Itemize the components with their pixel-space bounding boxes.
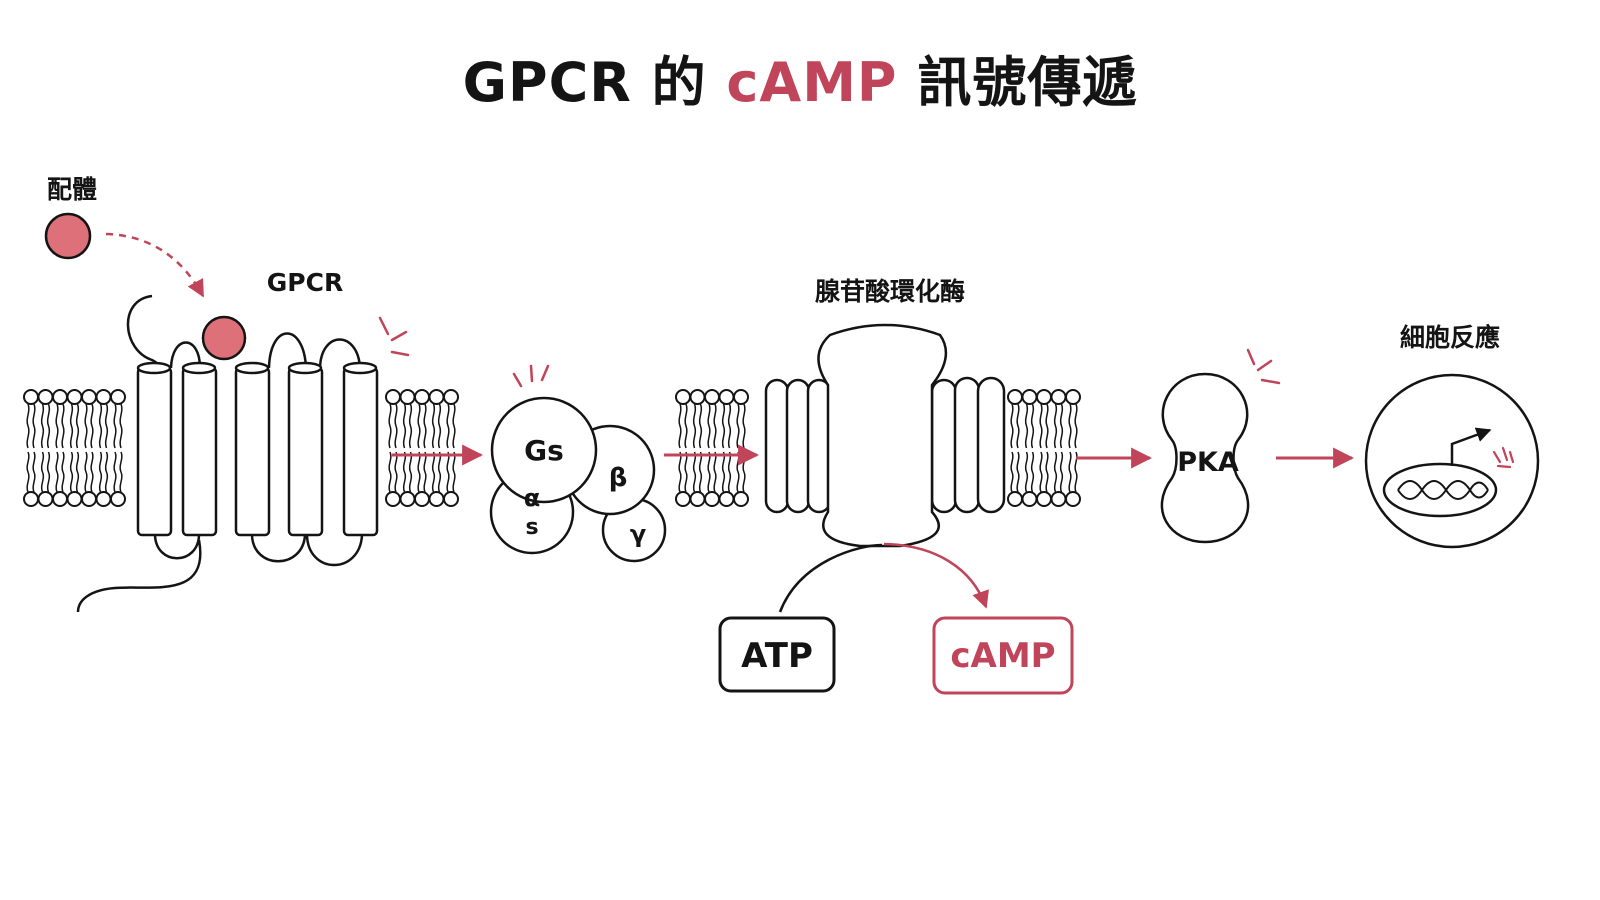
lipid-head: [733, 389, 749, 405]
pka-enzyme: [1160, 372, 1250, 544]
lipid-head: [1050, 389, 1067, 405]
adenylyl-cyclase: [764, 323, 1006, 548]
adenylyl-cyclase-label: 腺苷酸環化酶: [814, 277, 966, 306]
lipid-head: [66, 389, 83, 405]
lipid-head: [23, 491, 39, 507]
lipid-head: [385, 389, 401, 405]
activation-burst-gprotein: [512, 364, 550, 388]
lipid-head: [704, 389, 720, 405]
membrane-segment: [385, 389, 459, 507]
lipid-head: [52, 491, 68, 507]
lipid-head: [689, 491, 706, 507]
lipid-head: [399, 491, 416, 507]
lipid-head: [1036, 491, 1052, 507]
lipid-head: [37, 389, 54, 405]
lipid-head: [52, 389, 68, 405]
beta-text: β: [609, 463, 628, 493]
atp-box: [718, 616, 836, 693]
lipid-head: [1007, 389, 1023, 405]
nucleus: [1364, 373, 1540, 549]
lipid-head: [428, 389, 445, 405]
lipid-head: [443, 491, 459, 507]
lipid-head: [95, 389, 112, 405]
lipid-head: [1021, 389, 1038, 405]
ligand-binding-arrow: [105, 232, 205, 298]
lipid-head: [1050, 491, 1067, 507]
lipid-head: [1007, 491, 1023, 507]
lipid-head: [414, 389, 430, 405]
lipid-head: [110, 389, 126, 405]
lipid-head: [81, 389, 97, 405]
lipid-head: [689, 389, 706, 405]
cell-membrane: [23, 389, 1081, 507]
lipid-head: [1065, 491, 1081, 507]
arrow-to-camp: [883, 542, 989, 609]
lipid-head: [718, 389, 735, 405]
lipid-head: [428, 491, 445, 507]
membrane-segment: [675, 389, 749, 507]
lipid-head: [1065, 389, 1081, 405]
alpha-text: α: [524, 484, 541, 512]
lipid-head: [1036, 389, 1052, 405]
camp-text: cAMP: [950, 636, 1055, 676]
lipid-head: [443, 389, 459, 405]
lipid-head: [399, 389, 416, 405]
gs-subunit: [490, 396, 598, 504]
s-text: s: [525, 515, 538, 540]
membrane-segment: [23, 389, 126, 507]
lipid-head: [675, 491, 691, 507]
lipid-head: [733, 491, 749, 507]
gamma-text: γ: [630, 520, 646, 548]
lipid-head: [23, 389, 39, 405]
lipid-head: [95, 491, 112, 507]
g-protein: [489, 364, 667, 563]
lipid-head: [66, 491, 83, 507]
title-part-2: 訊號傳遞: [897, 51, 1138, 114]
ligand-label: 配體: [46, 175, 98, 204]
title-accent: cAMP: [726, 51, 898, 114]
lipid-head: [675, 389, 691, 405]
bound-ligand: [201, 315, 247, 361]
lipid-head: [385, 491, 401, 507]
lipid-head: [37, 491, 54, 507]
lipid-head: [81, 491, 97, 507]
atp-text: ATP: [741, 636, 813, 676]
atp-link-line: [778, 543, 883, 613]
gpcr-label: GPCR: [266, 268, 344, 297]
diagram-title: GPCR 的 cAMP 訊號傳遞: [0, 38, 1600, 117]
lipid-head: [718, 491, 735, 507]
activation-burst-gpcr: [378, 316, 410, 357]
title-part-1: GPCR 的: [462, 51, 727, 114]
lipid-head: [704, 491, 720, 507]
lipid-head: [110, 491, 126, 507]
cell-response-label: 細胞反應: [1399, 323, 1501, 352]
membrane-segment: [1007, 389, 1081, 507]
pka-text: PKA: [1177, 447, 1239, 478]
lipid-head: [1021, 491, 1038, 507]
gpcr-receptor: [76, 294, 379, 613]
gs-text: Gs: [524, 434, 564, 467]
lipid-head: [414, 491, 430, 507]
activation-burst-pka: [1246, 348, 1281, 385]
ligand-molecule: [44, 212, 92, 260]
camp-box: [932, 616, 1074, 695]
